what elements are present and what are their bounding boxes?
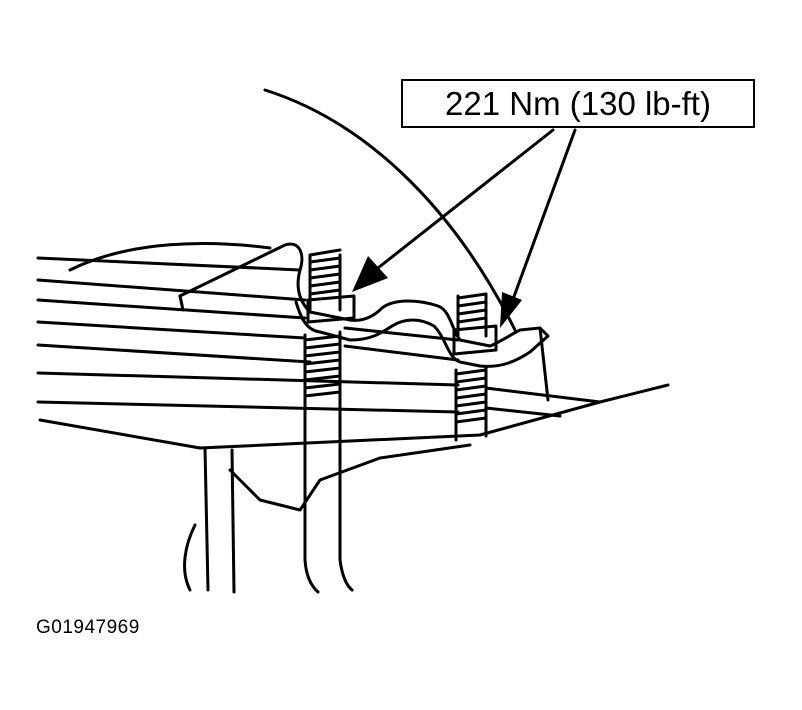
right-nut	[452, 324, 498, 356]
torque-callout-box: 221 Nm (130 lb-ft)	[401, 79, 755, 128]
wheel-arc-outline	[263, 88, 517, 332]
bracket-left	[203, 446, 210, 592]
spring-plate-side	[178, 294, 185, 312]
right-u-bolt-lower-leg	[454, 366, 488, 442]
lower-drum-curve	[183, 523, 197, 592]
arrowhead-left	[352, 256, 388, 292]
leader-line-right	[510, 128, 577, 304]
left-u-bolt-lower-leg	[303, 330, 354, 594]
leaf-spring-stack	[36, 256, 602, 418]
bracket-right	[230, 448, 236, 594]
torque-callout-label: 221 Nm (130 lb-ft)	[445, 84, 711, 122]
arrowhead-right	[500, 292, 522, 328]
spring-plate-tab	[538, 326, 550, 402]
leader-line-left	[376, 128, 555, 270]
axle-seat-plate	[38, 383, 670, 450]
left-u-bolt-upper-thread	[308, 248, 342, 312]
axle-housing-outline	[228, 443, 472, 512]
figure-id: G01947969	[36, 617, 140, 638]
left-nut	[306, 294, 356, 324]
